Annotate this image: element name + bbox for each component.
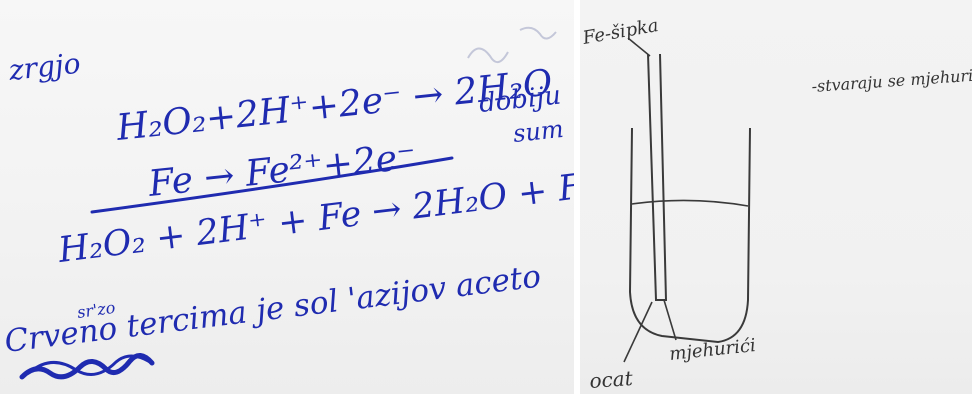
iron-rod bbox=[648, 54, 666, 300]
whiteboard-photo-right: Fe-šipka -stvaraju se mjehurići mjehurić… bbox=[580, 0, 972, 394]
right-fragment-2: sum bbox=[512, 115, 565, 148]
beaker-drawing: Fe-šipka -stvaraju se mjehurići mjehurić… bbox=[580, 0, 972, 394]
whiteboard-ink: zrgjo H₂O₂+2H⁺+2e⁻ → 2H₂O Fe → Fe²⁺+2e⁻ … bbox=[0, 0, 574, 394]
vinegar-label: ocat bbox=[589, 366, 635, 393]
liquid-label-pointer bbox=[624, 302, 652, 362]
liquid-level bbox=[632, 200, 748, 206]
bubbles-label: mjehurići bbox=[668, 335, 756, 365]
ghost-writing bbox=[468, 28, 556, 62]
bubbles-note: -stvaraju se mjehurići bbox=[811, 65, 972, 96]
bubbles-label-pointer bbox=[664, 300, 676, 340]
rod-label: Fe-šipka bbox=[580, 15, 660, 49]
whiteboard-photo-left: zrgjo H₂O₂+2H⁺+2e⁻ → 2H₂O Fe → Fe²⁺+2e⁻ … bbox=[0, 0, 574, 394]
margin-note: zrgjo bbox=[6, 47, 82, 87]
